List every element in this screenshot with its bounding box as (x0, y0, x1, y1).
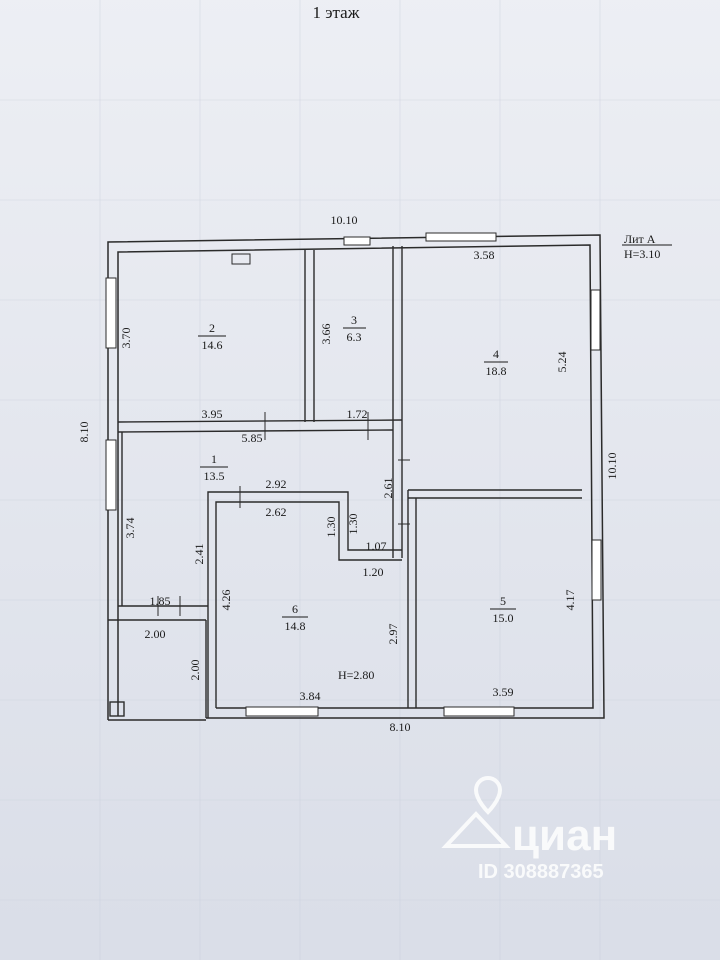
room-2-area: 14.6 (202, 338, 223, 352)
dim-porch-w: 2.00 (145, 627, 166, 641)
dim-r6-bottom: 3.84 (300, 689, 321, 703)
room-6-height: H=2.80 (338, 668, 374, 682)
dim-corridor-v: 2.41 (192, 544, 206, 565)
dim-r1-width: 5.85 (242, 431, 263, 445)
room-3-area: 6.3 (347, 330, 362, 344)
dim-r4-width: 3.58 (474, 248, 495, 262)
room-5-number: 5 (500, 594, 506, 608)
watermark-brand: циан (512, 811, 617, 860)
dim-bottom-outer: 8.10 (390, 720, 411, 734)
lit-label: Лит А (624, 232, 656, 246)
dim-r6-step-h1: 1.07 (366, 539, 387, 553)
dim-r5-height: 4.17 (563, 590, 577, 611)
outer-walls (107, 234, 605, 721)
room-label-rules (198, 244, 672, 618)
room-4-number: 4 (493, 347, 499, 361)
dim-r6-top: 2.62 (266, 505, 287, 519)
dim-r1-height: 3.74 (123, 518, 137, 539)
interior-walls (108, 246, 582, 718)
room-1-number: 1 (211, 452, 217, 466)
room-2-number: 2 (209, 321, 215, 335)
room-3-number: 3 (351, 313, 357, 327)
dim-porch-top: 1.85 (150, 594, 171, 608)
dim-r3-width: 1.72 (347, 407, 368, 421)
dim-r6-step-v2: 1.30 (346, 514, 360, 535)
dim-left-outer: 8.10 (77, 422, 91, 443)
dim-r5-width: 3.59 (493, 685, 514, 699)
dim-r4-height: 5.24 (555, 352, 569, 373)
lit-height: H=3.10 (624, 247, 660, 261)
dim-r6-step-v1: 1.30 (324, 517, 338, 538)
dimension-ticks (157, 412, 410, 616)
watermark-id: ID 308887365 (478, 861, 604, 883)
dim-r2-width: 3.95 (202, 407, 223, 421)
windows (105, 232, 602, 717)
location-pin-icon (441, 776, 511, 848)
dim-r6-right: 2.97 (386, 624, 400, 645)
socket-icon (231, 253, 251, 265)
dim-porch-h: 2.00 (188, 660, 202, 681)
dim-r6-left: 4.26 (219, 590, 233, 611)
dim-r6-step-h2: 1.20 (363, 565, 384, 579)
dim-r2-height: 3.70 (119, 328, 133, 349)
dim-r3-height: 3.66 (319, 324, 333, 345)
watermark: циан ID 308887365 (441, 776, 617, 883)
dim-top-outer: 10.10 (331, 213, 358, 227)
room-5-area: 15.0 (493, 611, 514, 625)
room-6-number: 6 (292, 602, 298, 616)
dim-right-outer: 10.10 (605, 453, 619, 480)
room-6-area: 14.8 (285, 619, 306, 633)
dim-corridor-vr: 2.61 (381, 478, 395, 499)
dim-r1-seg: 2.92 (266, 477, 287, 491)
room-1-area: 13.5 (204, 469, 225, 483)
floor-title: 1 этаж (313, 3, 360, 22)
room-4-area: 18.8 (486, 364, 507, 378)
